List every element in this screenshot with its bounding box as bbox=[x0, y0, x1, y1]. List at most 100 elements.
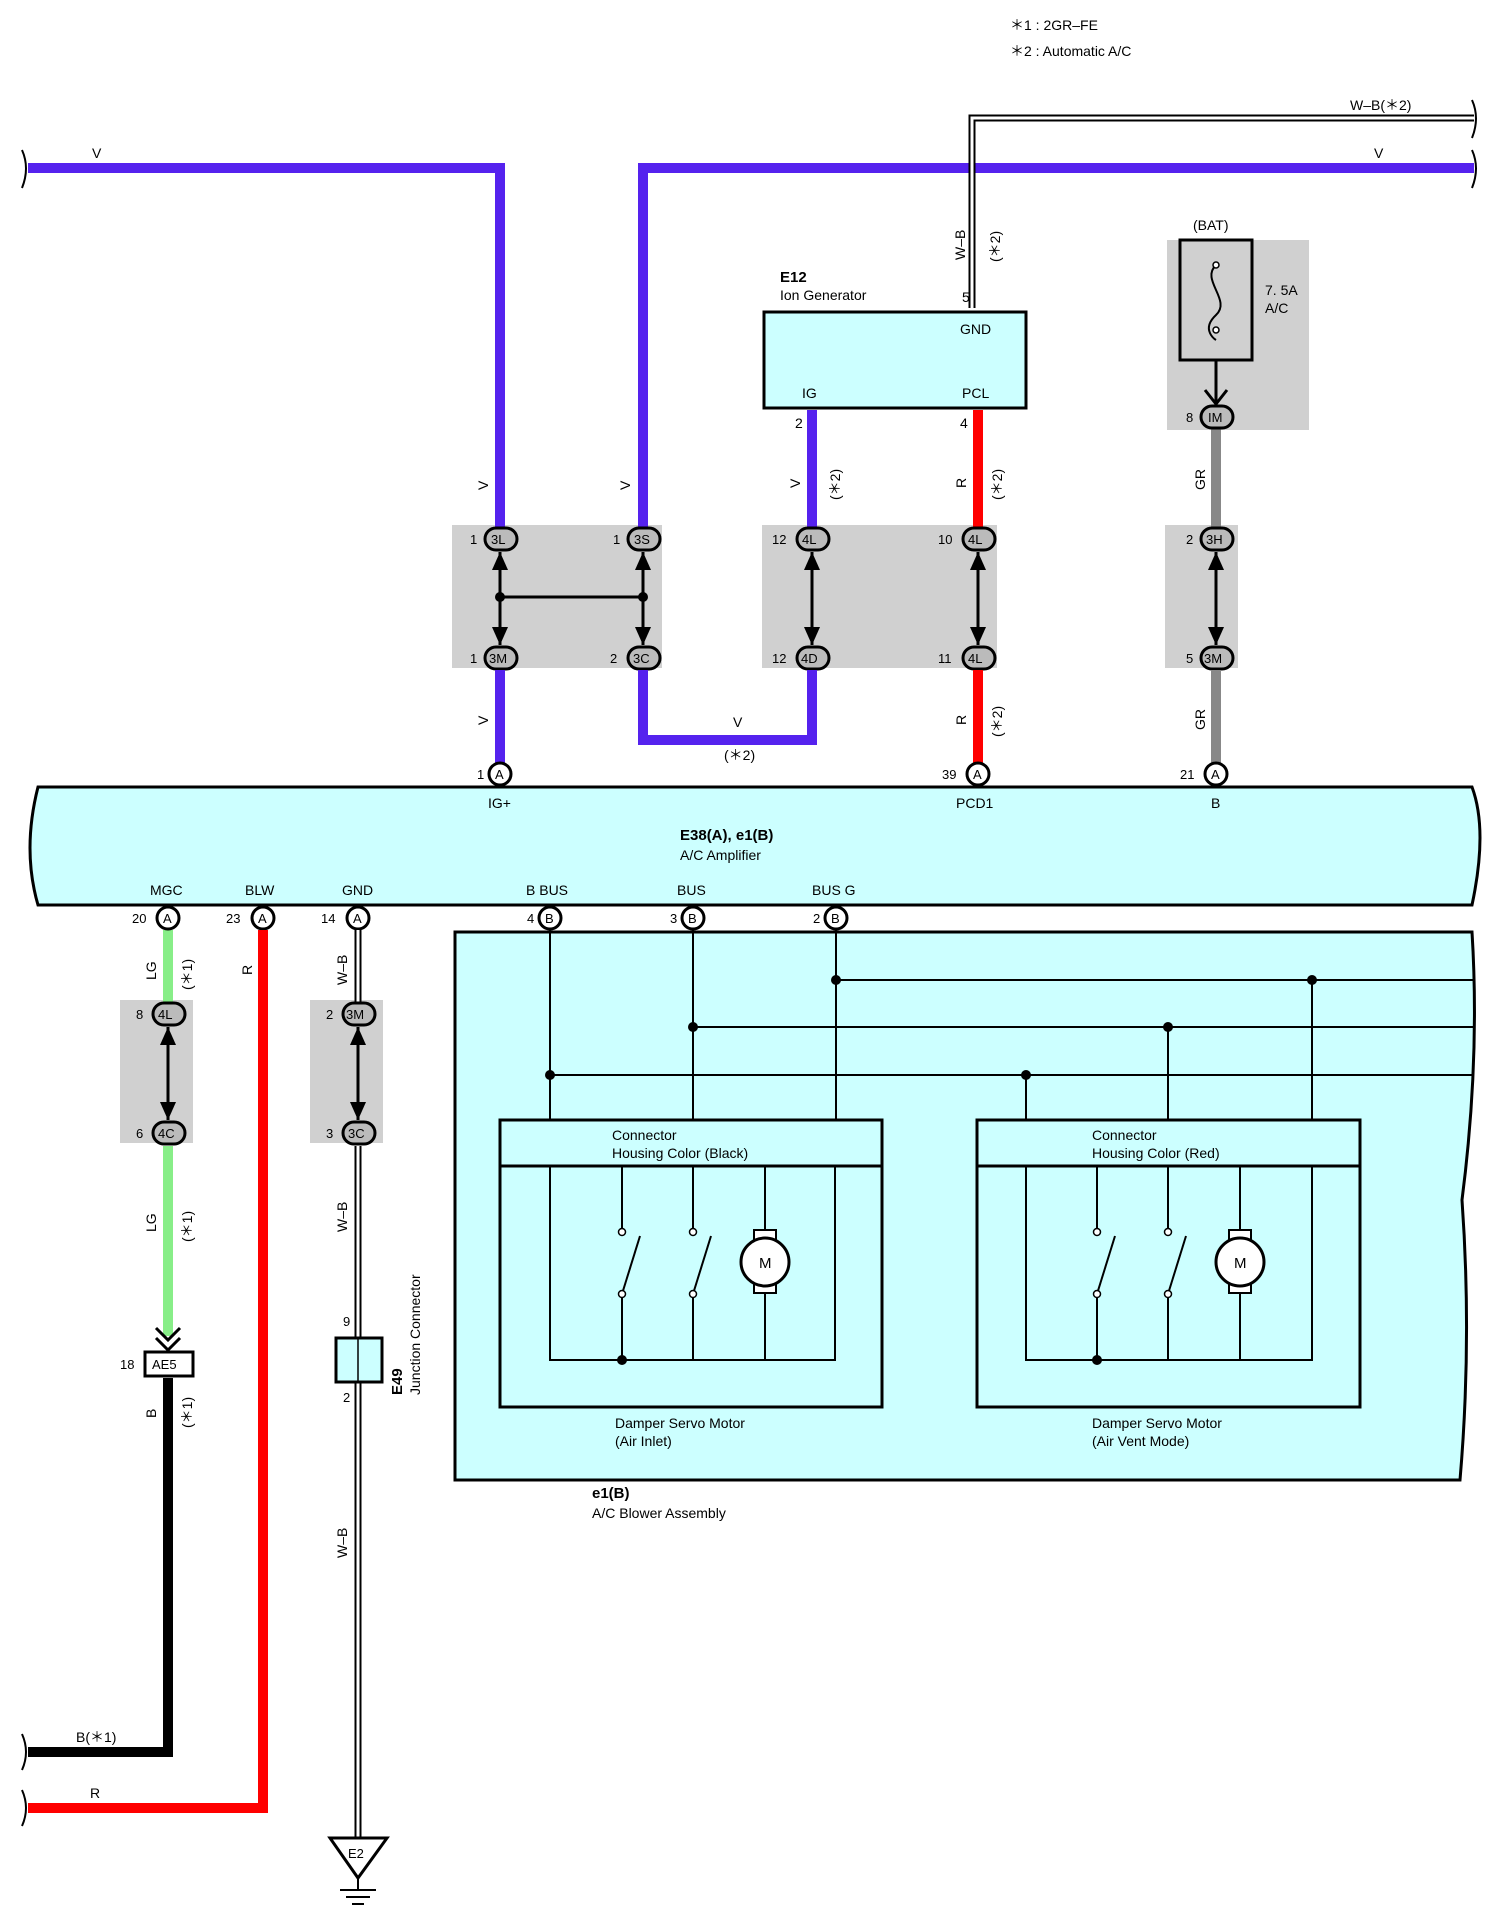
pin-4L-10: 10 bbox=[938, 532, 952, 547]
amp-pin-igp: A bbox=[487, 761, 513, 787]
svg-text:A: A bbox=[495, 767, 504, 782]
pin-IM-8: 8 bbox=[1186, 410, 1193, 425]
wire-label-r-blw: R bbox=[239, 965, 255, 975]
connector-3M-gr: 3M bbox=[1199, 645, 1235, 671]
housing-black-line2: Housing Color (Black) bbox=[612, 1145, 748, 1161]
wire-label-star2-ion-r: (＊2) bbox=[989, 469, 1005, 500]
svg-text:4C: 4C bbox=[158, 1126, 175, 1141]
amp-pin-blw: A bbox=[250, 905, 276, 931]
wire-label-v-bottom: V bbox=[733, 714, 743, 730]
svg-text:3C: 3C bbox=[348, 1126, 365, 1141]
arrow-down-3C-gnd bbox=[350, 1102, 366, 1120]
ion-generator-pin-pcl: PCL bbox=[962, 385, 989, 401]
svg-text:4L: 4L bbox=[968, 532, 982, 547]
wire-label-r-bottom: R bbox=[90, 1785, 100, 1801]
arrow-down-3M bbox=[492, 627, 508, 645]
pin-3M: 1 bbox=[470, 651, 477, 666]
arrow-into-IM bbox=[1203, 389, 1229, 407]
svg-text:A: A bbox=[1211, 767, 1220, 782]
wire-label-star2-r-lower: (＊2) bbox=[989, 706, 1005, 737]
wire-label-star1-lg-upper: (＊1) bbox=[179, 959, 195, 990]
pin-4L-11: 11 bbox=[938, 651, 952, 666]
svg-text:A: A bbox=[258, 911, 267, 926]
arrow-down-4L-pcl bbox=[970, 627, 986, 645]
junction-dot-right bbox=[638, 592, 648, 602]
ion-generator-code: E12 bbox=[780, 269, 807, 286]
dot-bbus-1 bbox=[545, 1070, 555, 1080]
amp-label-igp: IG+ bbox=[488, 795, 511, 811]
arrow-up-3S bbox=[635, 552, 651, 570]
svg-text:3H: 3H bbox=[1206, 532, 1223, 547]
wire-label-b-ae5: B bbox=[143, 1409, 159, 1418]
amp-pin-igp-num: 1 bbox=[477, 767, 484, 782]
amp-pin-bus-num: 3 bbox=[670, 911, 677, 926]
svg-text:3M: 3M bbox=[489, 651, 507, 666]
junction-code: E49 bbox=[389, 1368, 406, 1395]
fuse-icon bbox=[1207, 264, 1222, 341]
pin-4D-12: 12 bbox=[772, 651, 786, 666]
dot-busg-1 bbox=[831, 975, 841, 985]
housing-black-line1: Connector bbox=[612, 1127, 677, 1143]
wire-break-r bbox=[21, 1789, 27, 1827]
arrow-up-3M-gnd bbox=[350, 1027, 366, 1045]
wire-break-left bbox=[21, 149, 27, 189]
fuse-terminal-bottom bbox=[1212, 326, 1220, 334]
svg-text:3S: 3S bbox=[634, 532, 650, 547]
wire-break-b bbox=[21, 1733, 27, 1771]
amp-pin-bbus: B bbox=[537, 905, 563, 931]
note-2: ＊2 : Automatic A/C bbox=[1010, 43, 1131, 59]
pin-4L-8: 8 bbox=[136, 1007, 143, 1022]
connector-3S: 3S bbox=[626, 526, 662, 552]
amp-label-bus: BUS bbox=[677, 882, 706, 898]
wire-label-v-left1: V bbox=[475, 480, 491, 490]
connector-3H: 3H bbox=[1199, 526, 1235, 552]
pin-AE5-18: 18 bbox=[120, 1357, 134, 1372]
wire-label-star1-lg-lower: (＊1) bbox=[179, 1211, 195, 1242]
pin-4C-6: 6 bbox=[136, 1126, 143, 1141]
amplifier-name: A/C Amplifier bbox=[680, 847, 761, 863]
ion-generator-pin-ig: IG bbox=[802, 385, 817, 401]
fuse-box-bg bbox=[1167, 240, 1309, 430]
wire-label-v-top-left: V bbox=[92, 145, 102, 161]
wire-label-lg-upper: LG bbox=[143, 961, 159, 980]
arrow-down-3C bbox=[635, 627, 651, 645]
connector-3M: 3M bbox=[483, 645, 519, 671]
wire-break-right-v bbox=[1471, 149, 1477, 189]
note-1: ＊1 : 2GR–FE bbox=[1010, 17, 1098, 33]
wire-label-star2-ion-v: (＊2) bbox=[827, 469, 843, 500]
svg-text:4D: 4D bbox=[801, 651, 818, 666]
junction-connector-e49 bbox=[334, 1336, 384, 1384]
arrow-up-4L-pcl bbox=[970, 552, 986, 570]
servo-inlet-box bbox=[498, 1118, 884, 1409]
amp-pin-mgc: A bbox=[155, 905, 181, 931]
pin-3C-3: 3 bbox=[326, 1126, 333, 1141]
pin-3L: 1 bbox=[470, 532, 477, 547]
wire-label-v-left3: V bbox=[475, 715, 491, 725]
housing-red-line1: Connector bbox=[1092, 1127, 1157, 1143]
wire-v-left bbox=[28, 163, 505, 540]
connector-4C: 4C bbox=[151, 1120, 187, 1146]
connector-4L-pcl-top: 4L bbox=[961, 526, 997, 552]
connector-IM: IM bbox=[1199, 404, 1235, 430]
amp-label-bbus: B BUS bbox=[526, 882, 568, 898]
dot-bbus-2 bbox=[1021, 1070, 1031, 1080]
dot-busg-2 bbox=[1307, 975, 1317, 985]
svg-text:4L: 4L bbox=[968, 651, 982, 666]
wire-label-wb2-top: W–B(＊2) bbox=[1350, 97, 1411, 113]
amp-pin-bbus-num: 4 bbox=[527, 911, 534, 926]
wire-v-loop bbox=[638, 670, 817, 745]
motor-vent-label: M bbox=[1234, 1255, 1247, 1272]
servo-vent-line2: (Air Vent Mode) bbox=[1092, 1433, 1189, 1449]
amp-pin-pcd1-num: 39 bbox=[942, 767, 956, 782]
pin-3M-2: 2 bbox=[326, 1007, 333, 1022]
wire-label-v-bottom-star: (＊2) bbox=[724, 747, 755, 763]
connector-4D: 4D bbox=[795, 645, 831, 671]
amp-pin-pcd1: A bbox=[965, 761, 991, 787]
ion-generator-pin4: 4 bbox=[960, 415, 968, 431]
servo-inlet-line2: (Air Inlet) bbox=[615, 1433, 672, 1449]
svg-text:B: B bbox=[831, 911, 840, 926]
dot-bus-2 bbox=[1163, 1022, 1173, 1032]
svg-text:3L: 3L bbox=[491, 532, 505, 547]
wire-v-right bbox=[638, 163, 1474, 540]
amp-label-busg: BUS G bbox=[812, 882, 856, 898]
